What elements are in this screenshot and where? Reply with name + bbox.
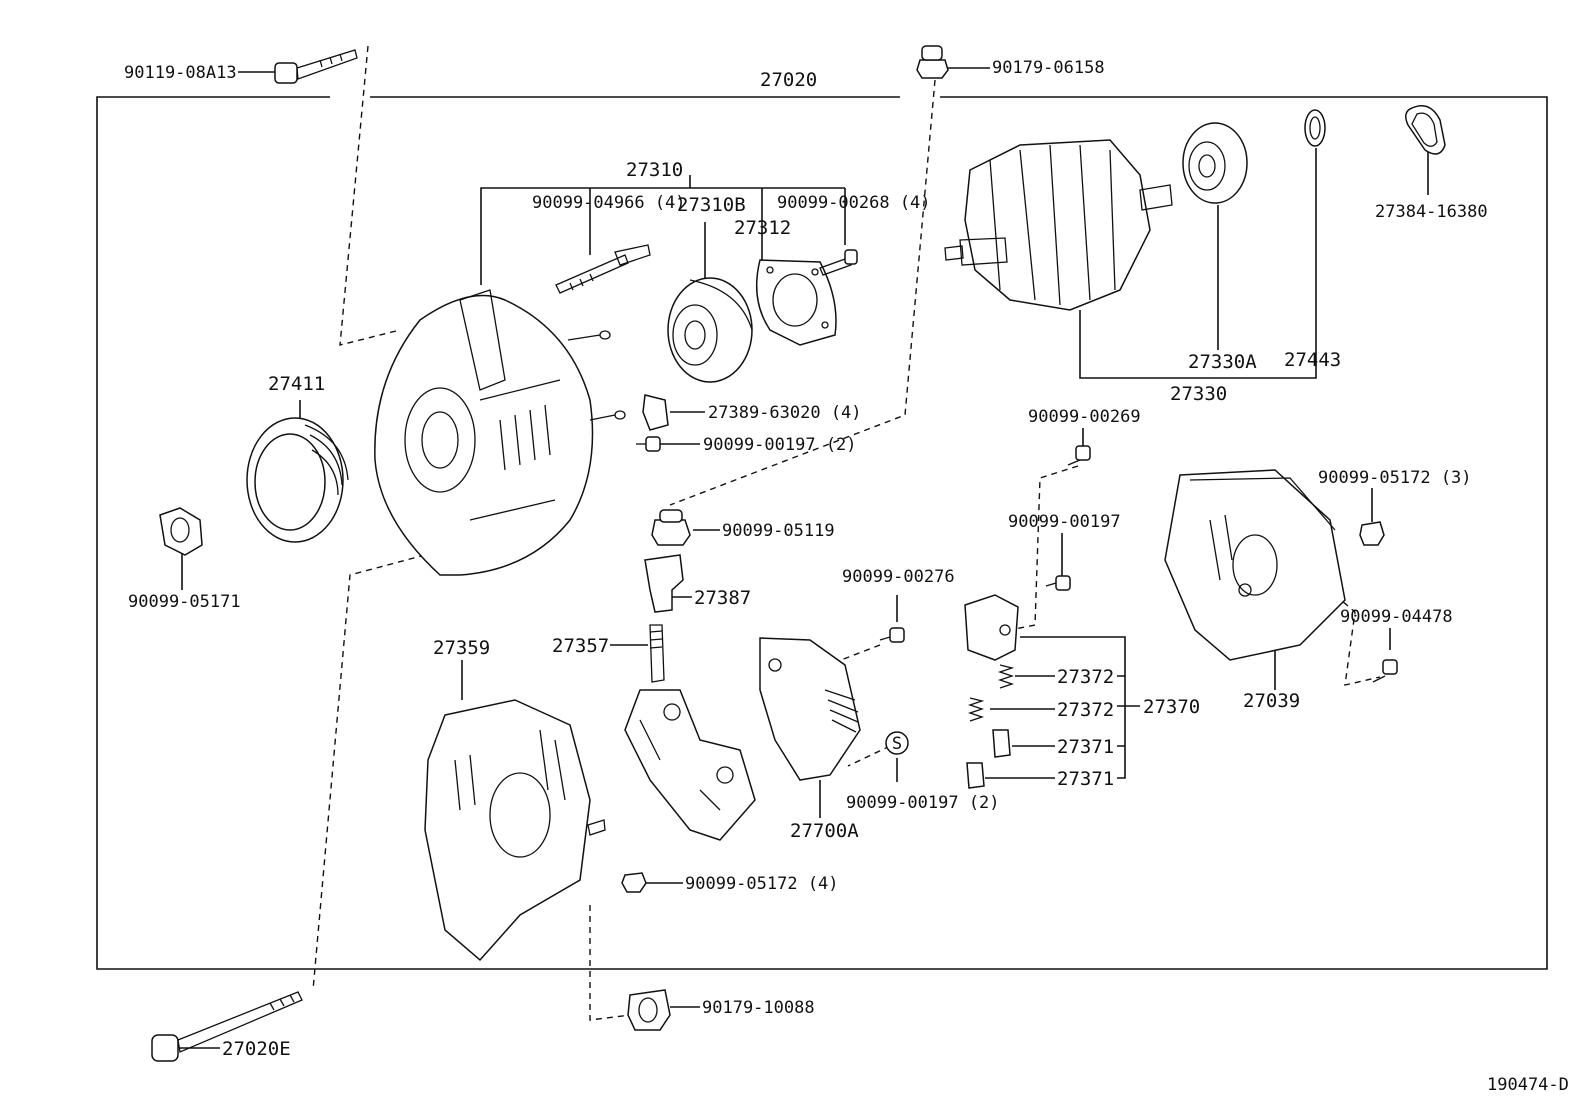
guide-line-bottom-nut [589, 905, 631, 1021]
pulley-icon [246, 417, 349, 543]
stud-icon [555, 244, 651, 294]
retainer-screw-icon [819, 249, 858, 276]
holder-screw-b-icon [1045, 575, 1071, 591]
front-bearing-icon [667, 277, 753, 383]
pulley-nut-icon [159, 507, 203, 556]
label-bolt-cover: 90099-04478 [1340, 607, 1453, 627]
guide-line-regulator-s [847, 745, 891, 767]
bolt-top-icon [274, 49, 358, 84]
label-pulley: 27411 [268, 373, 325, 395]
leader-brush-holder [1020, 636, 1140, 779]
brush-b-icon [966, 762, 985, 789]
label-nut-terminal: 90099-05119 [722, 521, 835, 541]
insulator-icon [642, 394, 669, 431]
label-pulley-nut: 90099-05171 [128, 592, 241, 612]
label-bolt-top: 90119-08A13 [124, 63, 237, 83]
guide-line-top-nut [669, 79, 936, 506]
rear-cover-icon [1164, 469, 1346, 661]
leader-frame-bracket [480, 175, 845, 285]
label-bearing-front: 27310B [677, 194, 746, 216]
brush-holder-icon [964, 594, 1019, 661]
cover-bolt-icon [1372, 659, 1398, 683]
label-terminal-bolt: 27357 [552, 635, 609, 657]
regulator-icon [759, 637, 861, 781]
guide-line-top-bolt [339, 45, 401, 346]
label-brush-holder: 27370 [1143, 696, 1200, 718]
guide-line-holder-screws [1009, 465, 1079, 631]
drive-end-frame-icon [374, 289, 626, 576]
label-through-bolt: 27020E [222, 1038, 291, 1060]
guide-line-through-bolt [312, 554, 426, 991]
label-retainer: 27312 [734, 217, 791, 239]
label-frame-drive: 27310 [626, 159, 683, 181]
label-screw-insulator: 90099-00197 (2) [703, 435, 857, 455]
leader-rotor-bracket [1079, 148, 1317, 379]
label-terminal-insulator: 27387 [694, 587, 751, 609]
regulator-screw-icon [879, 627, 905, 643]
s-marked-screw-icon: S [885, 731, 909, 755]
label-rotor-gasket: 27384-16380 [1375, 202, 1488, 222]
label-rotor-cover: 27443 [1284, 349, 1341, 371]
terminal-bolt-icon [649, 624, 665, 683]
rectifier-holder-icon [624, 689, 756, 841]
label-brush-a: 27371 [1057, 736, 1114, 758]
guide-line-cover-bolts [1334, 594, 1381, 686]
label-brush-b: 27371 [1057, 768, 1114, 790]
rectifier-end-frame-icon [424, 699, 606, 962]
label-rotor: 27330 [1170, 383, 1227, 405]
label-screw-holder-a: 90099-00269 [1028, 407, 1141, 427]
rotor-bearing-icon [1182, 122, 1248, 204]
label-nut-cover: 90099-05172 (3) [1318, 468, 1472, 488]
label-screw-regulator-s: 90099-00197 (2) [846, 793, 1000, 813]
label-regulator: 27700A [790, 820, 859, 842]
label-stud: 90099-04966 (4) [532, 193, 686, 213]
rotor-icon [944, 139, 1173, 311]
terminal-insulator-icon [644, 554, 684, 613]
label-nut-bottom: 90179-10088 [702, 998, 815, 1018]
s-mark-text: S [892, 734, 902, 754]
label-nut-top: 90179-06158 [992, 58, 1105, 78]
insulator-screw-icon [636, 436, 661, 452]
figure-id: 190474-D [1487, 1075, 1569, 1095]
bottom-nut-icon [627, 989, 671, 1031]
cover-nut-icon [1359, 521, 1385, 546]
label-screw-retainer: 90099-00268 (4) [777, 193, 931, 213]
label-insulator: 27389-63020 (4) [708, 403, 862, 423]
label-rear-cover: 27039 [1243, 690, 1300, 712]
label-rotor-bearing: 27330A [1188, 351, 1257, 373]
spring-a-icon [997, 664, 1015, 689]
label-screw-regulator: 90099-00276 [842, 567, 955, 587]
rotor-cover-ring-icon [1304, 109, 1326, 147]
brush-a-icon [992, 729, 1011, 758]
retainer-plate-icon [755, 259, 837, 346]
through-bolt-icon [151, 991, 303, 1062]
label-assembly: 27020 [760, 69, 817, 91]
label-rectifier-frame: 27359 [433, 637, 490, 659]
label-spring-a: 27372 [1057, 666, 1114, 688]
nut-top-icon [916, 45, 949, 79]
terminal-nut-icon [651, 509, 691, 546]
assembly-frame [96, 96, 1548, 970]
holder-screw-a-icon [1067, 445, 1091, 466]
spring-b-icon [967, 697, 985, 722]
label-screw-holder-b: 90099-00197 [1008, 512, 1121, 532]
rotor-gasket-icon [1405, 105, 1446, 155]
rect-nut-icon [621, 872, 647, 893]
label-nut-rect: 90099-05172 (4) [685, 874, 839, 894]
label-spring-b: 27372 [1057, 699, 1114, 721]
